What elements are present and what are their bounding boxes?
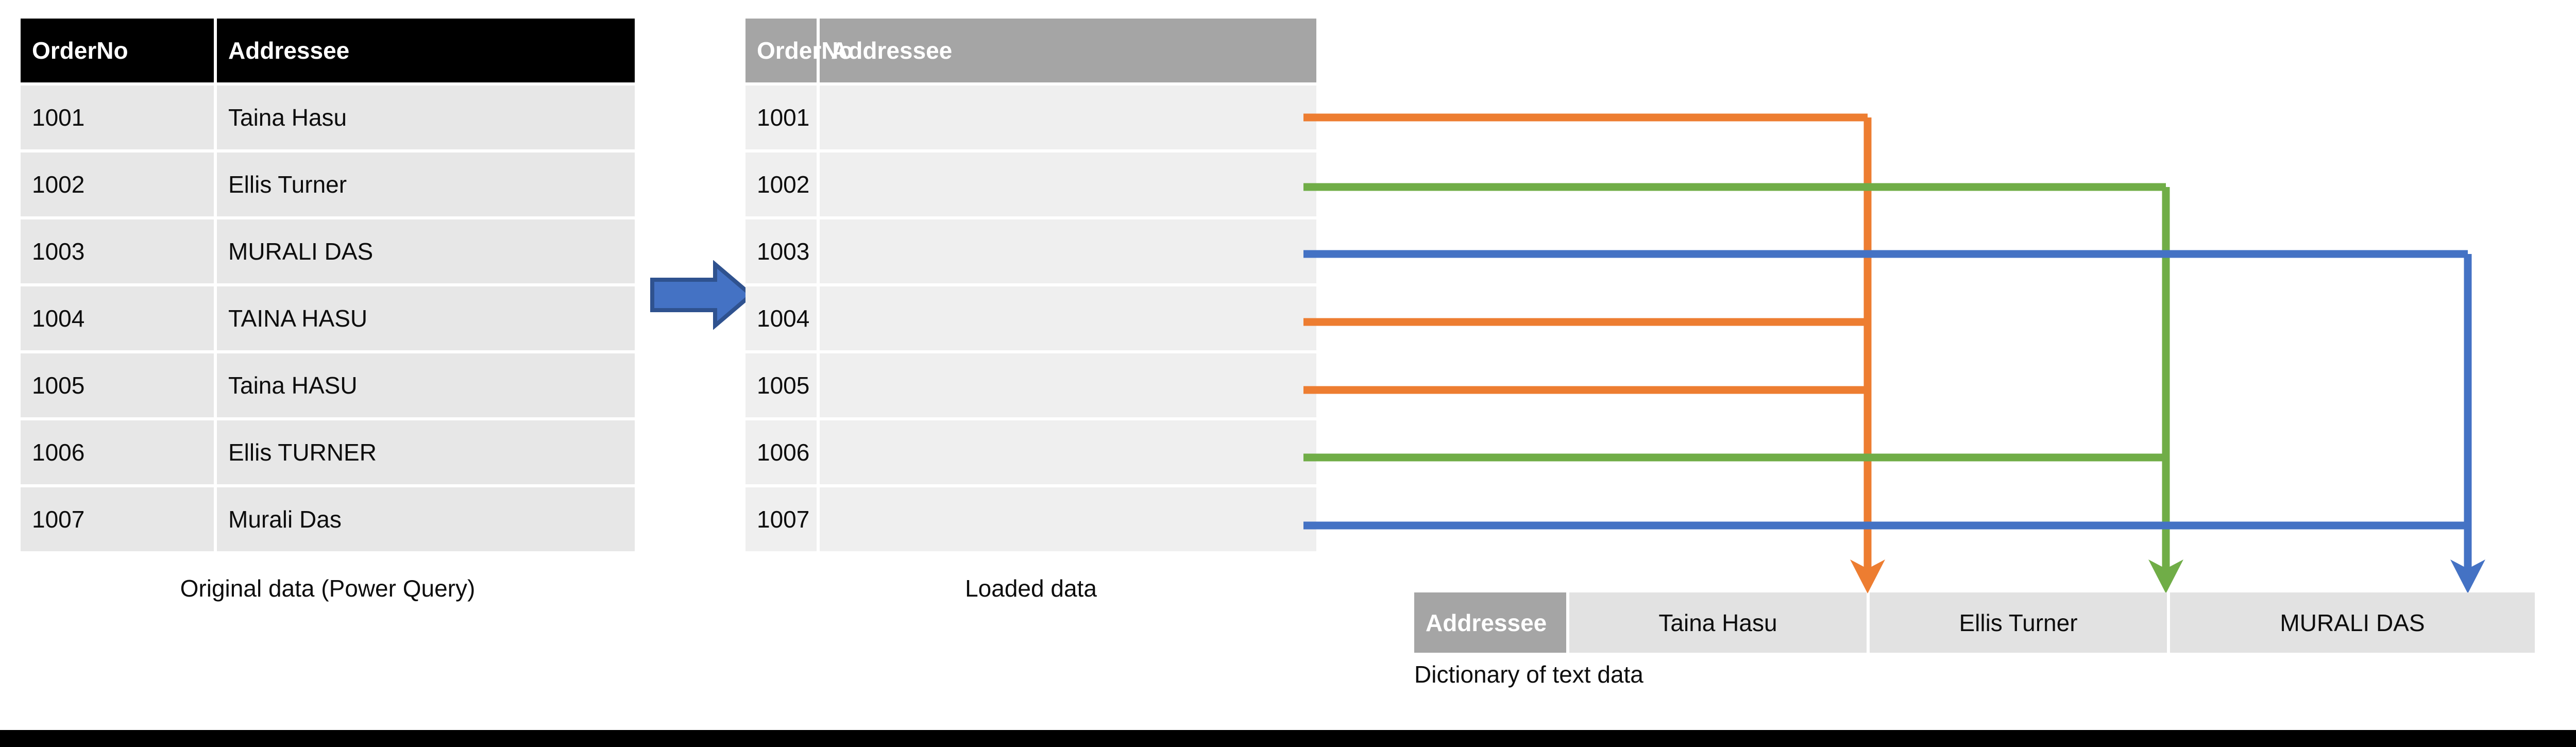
loaded-cell-orderno: 1002 [745,152,817,216]
dictionary-value-cell: MURALI DAS [2170,592,2535,653]
original-cell-addressee: Taina Hasu [217,86,635,149]
connector-blue [1303,250,2472,576]
original-header-orderno: OrderNo [21,19,214,82]
loaded-cell-orderno: 1006 [745,420,817,484]
original-cell-orderno: 1002 [21,152,214,216]
dictionary-header-addressee: Addressee [1414,592,1566,653]
loaded-cell-addressee [820,353,1316,417]
original-cell-addressee: Taina HASU [217,353,635,417]
original-cell-addressee: TAINA HASU [217,286,635,350]
original-cell-addressee: MURALI DAS [217,219,635,283]
arrowhead-blue [2450,559,2485,593]
original-cell-orderno: 1005 [21,353,214,417]
footer-bar [0,730,2576,747]
original-data-caption: Original data (Power Query) [180,575,476,602]
loaded-cell-addressee [820,286,1316,350]
original-cell-orderno: 1003 [21,219,214,283]
loaded-cell-addressee [820,86,1316,149]
original-cell-addressee: Murali Das [217,487,635,551]
loaded-cell-addressee [820,219,1316,283]
original-cell-orderno: 1004 [21,286,214,350]
dictionary-value-cell: Ellis Turner [1870,592,2167,653]
original-cell-addressee: Ellis Turner [217,152,635,216]
loaded-cell-orderno: 1007 [745,487,817,551]
loaded-cell-addressee [820,487,1316,551]
dictionary-caption: Dictionary of text data [1414,661,1643,688]
loaded-cell-addressee [820,152,1316,216]
loaded-cell-orderno: 1003 [745,219,817,283]
loaded-header-orderno: OrderNo [745,19,853,82]
connector-green [1303,183,2170,576]
loaded-cell-orderno: 1005 [745,353,817,417]
arrowhead-orange [1850,559,1885,593]
connector-orange [1303,113,1872,576]
right-arrow-icon [650,260,755,330]
loaded-cell-orderno: 1004 [745,286,817,350]
original-cell-orderno: 1006 [21,420,214,484]
original-header-addressee: Addressee [217,19,635,82]
loaded-cell-addressee [820,420,1316,484]
original-cell-orderno: 1001 [21,86,214,149]
loaded-cell-orderno: 1001 [745,86,817,149]
loaded-header-addressee: Addressee [820,19,1316,82]
arrowhead-green [2148,559,2183,593]
dictionary-value-cell: Taina Hasu [1569,592,1867,653]
loaded-data-caption: Loaded data [965,575,1097,602]
original-cell-addressee: Ellis TURNER [217,420,635,484]
original-cell-orderno: 1007 [21,487,214,551]
